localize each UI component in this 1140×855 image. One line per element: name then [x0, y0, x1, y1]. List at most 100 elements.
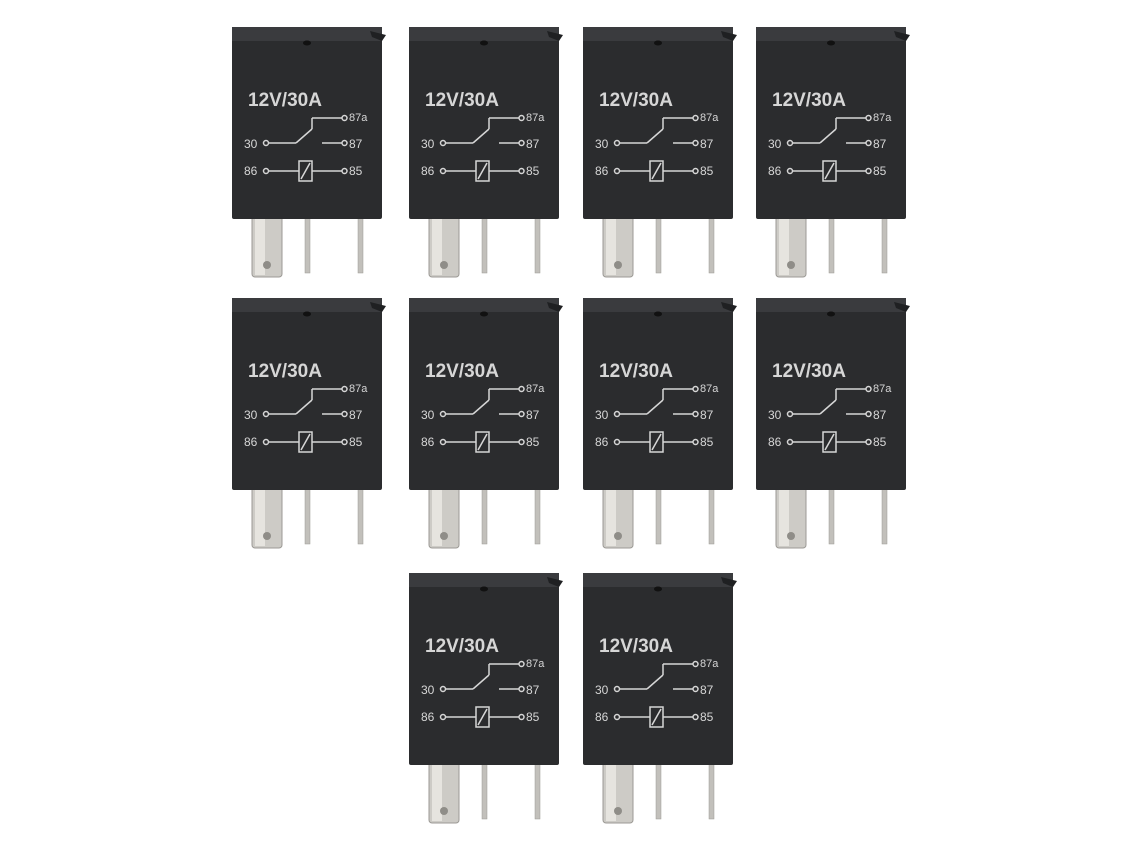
pin-narrow-right — [881, 483, 888, 545]
relay-8: 12V/30A 87a 30 87 86 85 — [756, 298, 910, 550]
relay-10: 12V/30A 87a 30 87 86 85 — [583, 573, 737, 825]
terminal-85-label: 85 — [873, 164, 887, 178]
relay-circuit-symbol — [613, 385, 699, 453]
pin-narrow-center — [828, 483, 835, 545]
terminal-87-label: 87 — [526, 137, 540, 151]
terminal-87-label: 87 — [700, 683, 714, 697]
terminal-87a-label: 87a — [526, 658, 545, 670]
terminal-85-label: 85 — [526, 435, 540, 449]
relay-circuit-symbol — [439, 660, 525, 728]
terminal-85-label: 85 — [526, 164, 540, 178]
relay-pins — [428, 212, 541, 278]
relay-drawing — [756, 27, 910, 278]
terminal-87a-label: 87a — [526, 383, 545, 395]
pin-narrow-center — [304, 483, 311, 545]
relay-circuit-symbol — [439, 385, 525, 453]
pin-narrow-right — [534, 483, 541, 545]
relay-drawing — [232, 27, 386, 278]
terminal-86-label: 86 — [768, 164, 782, 178]
relay-circuit-symbol — [786, 114, 872, 182]
relay-7: 12V/30A 87a 30 87 86 85 — [583, 298, 737, 550]
terminal-30-label: 30 — [421, 408, 435, 422]
pin-narrow-right — [534, 758, 541, 820]
terminal-30-label: 30 — [244, 408, 258, 422]
terminal-85-label: 85 — [700, 435, 714, 449]
terminal-87-label: 87 — [526, 408, 540, 422]
terminal-85-label: 85 — [526, 710, 540, 724]
relay-pins — [428, 758, 541, 824]
pin-narrow-right — [708, 212, 715, 274]
pin-narrow-center — [304, 212, 311, 274]
pin-narrow-center — [481, 483, 488, 545]
pin-narrow-right — [357, 483, 364, 545]
terminal-85-label: 85 — [349, 435, 363, 449]
pin-narrow-right — [708, 483, 715, 545]
terminal-86-label: 86 — [768, 435, 782, 449]
terminal-87a-label: 87a — [700, 658, 719, 670]
terminal-86-label: 86 — [595, 164, 609, 178]
relay-5: 12V/30A 87a 30 87 86 85 — [232, 298, 386, 550]
terminal-30-label: 30 — [768, 137, 782, 151]
relay-pins — [602, 483, 715, 549]
terminal-87a-label: 87a — [700, 112, 719, 124]
relay-drawing — [583, 27, 737, 278]
terminal-86-label: 86 — [421, 710, 435, 724]
pin-narrow-center — [655, 212, 662, 274]
terminal-87-label: 87 — [526, 683, 540, 697]
terminal-87a-label: 87a — [349, 112, 368, 124]
terminal-86-label: 86 — [595, 435, 609, 449]
terminal-85-label: 85 — [700, 710, 714, 724]
rating-label: 12V/30A — [599, 636, 673, 657]
terminal-85-label: 85 — [349, 164, 363, 178]
pin-narrow-right — [357, 212, 364, 274]
pin-narrow-right — [881, 212, 888, 274]
relay-pins — [602, 758, 715, 824]
terminal-86-label: 86 — [421, 164, 435, 178]
terminal-30-label: 30 — [421, 683, 435, 697]
relay-6: 12V/30A 87a 30 87 86 85 — [409, 298, 563, 550]
terminal-86-label: 86 — [421, 435, 435, 449]
relay-pins — [251, 212, 364, 278]
relay-pins — [428, 483, 541, 549]
pin-narrow-right — [708, 758, 715, 820]
relay-pins — [602, 212, 715, 278]
relay-drawing — [409, 298, 563, 549]
relay-drawing — [583, 573, 737, 824]
relay-pins — [775, 483, 888, 549]
rating-label: 12V/30A — [248, 361, 322, 382]
relay-circuit-symbol — [613, 660, 699, 728]
terminal-87a-label: 87a — [526, 112, 545, 124]
pin-narrow-center — [655, 483, 662, 545]
pin-narrow-center — [481, 758, 488, 820]
terminal-30-label: 30 — [595, 408, 609, 422]
terminal-30-label: 30 — [244, 137, 258, 151]
relay-drawing — [583, 298, 737, 549]
relay-1: 12V/30A 87a 30 87 86 85 — [232, 27, 386, 279]
relay-circuit-symbol — [613, 114, 699, 182]
relay-drawing — [409, 27, 563, 278]
terminal-30-label: 30 — [768, 408, 782, 422]
rating-label: 12V/30A — [772, 90, 846, 111]
rating-label: 12V/30A — [425, 90, 499, 111]
pin-narrow-right — [534, 212, 541, 274]
terminal-86-label: 86 — [244, 164, 258, 178]
terminal-87a-label: 87a — [349, 383, 368, 395]
rating-label: 12V/30A — [599, 361, 673, 382]
pin-narrow-center — [481, 212, 488, 274]
terminal-30-label: 30 — [421, 137, 435, 151]
terminal-85-label: 85 — [873, 435, 887, 449]
terminal-87-label: 87 — [349, 137, 363, 151]
relay-9: 12V/30A 87a 30 87 86 85 — [409, 573, 563, 825]
terminal-87-label: 87 — [700, 137, 714, 151]
relay-circuit-symbol — [262, 114, 348, 182]
rating-label: 12V/30A — [599, 90, 673, 111]
relay-circuit-symbol — [786, 385, 872, 453]
relay-drawing — [409, 573, 563, 824]
terminal-87-label: 87 — [349, 408, 363, 422]
terminal-30-label: 30 — [595, 137, 609, 151]
relay-circuit-symbol — [262, 385, 348, 453]
rating-label: 12V/30A — [425, 361, 499, 382]
relay-2: 12V/30A 87a 30 87 86 85 — [409, 27, 563, 279]
relay-pins — [775, 212, 888, 278]
